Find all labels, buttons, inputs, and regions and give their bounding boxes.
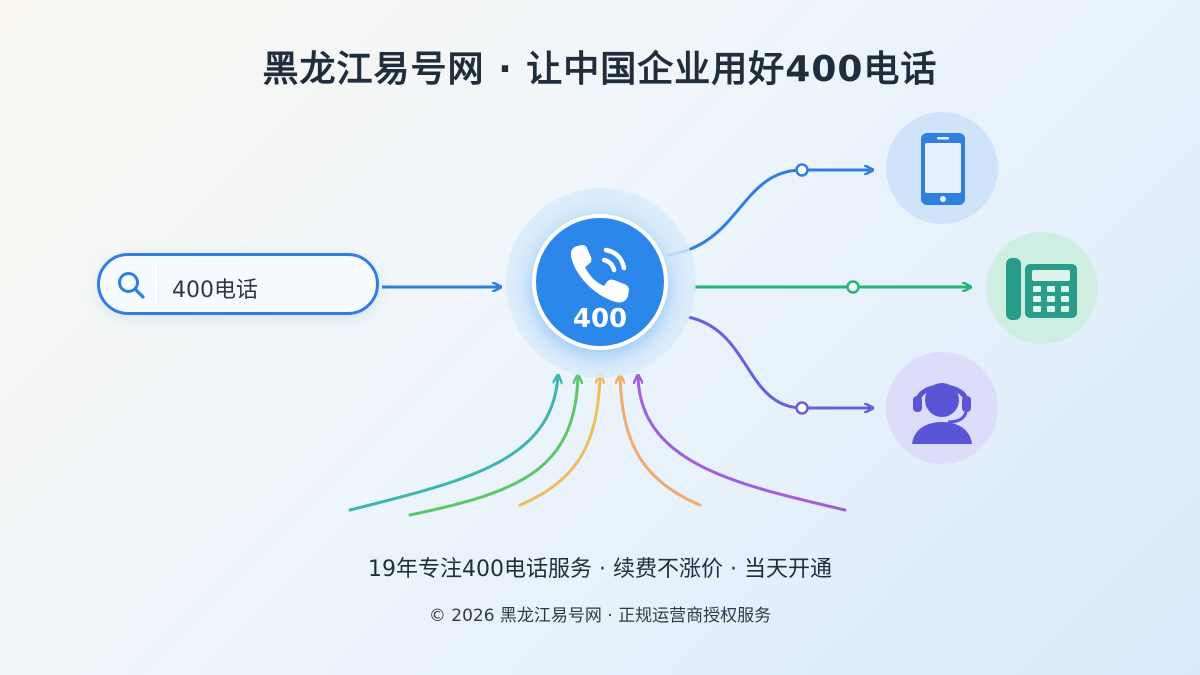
search-box[interactable]: 400电话 (97, 253, 379, 315)
page-title: 黑龙江易号网 · 让中国企业用好400电话 (262, 49, 938, 90)
mobile-phone-icon (921, 133, 965, 205)
hub-number-label: 400 (572, 304, 628, 334)
slogan: 19年专注400电话服务 · 续费不涨价 · 当天开通 (368, 557, 832, 582)
hub-to-agent-arrow (687, 315, 872, 408)
search-input-value[interactable]: 400电话 (172, 278, 258, 303)
phone-handset-icon (570, 245, 629, 303)
destination-agent (886, 352, 998, 464)
search-icon (118, 272, 145, 299)
incoming-flow-violet (638, 376, 847, 512)
incoming-flow-yellow (518, 376, 600, 507)
footer-copyright: © 2026 黑龙江易号网 · 正规运营商授权服务 (428, 606, 772, 626)
search-divider (158, 264, 159, 304)
incoming-flow-green (408, 376, 578, 517)
hub-400-badge: 400 (532, 214, 668, 350)
customer-service-agent-icon (912, 383, 972, 444)
destination-desk-phone (986, 232, 1098, 344)
incoming-flow-teal (348, 376, 558, 512)
destination-mobile (886, 112, 998, 224)
hub-to-mobile-arrow (667, 170, 872, 257)
incoming-flow-orange (620, 376, 702, 507)
desk-phone-icon (1006, 258, 1077, 320)
